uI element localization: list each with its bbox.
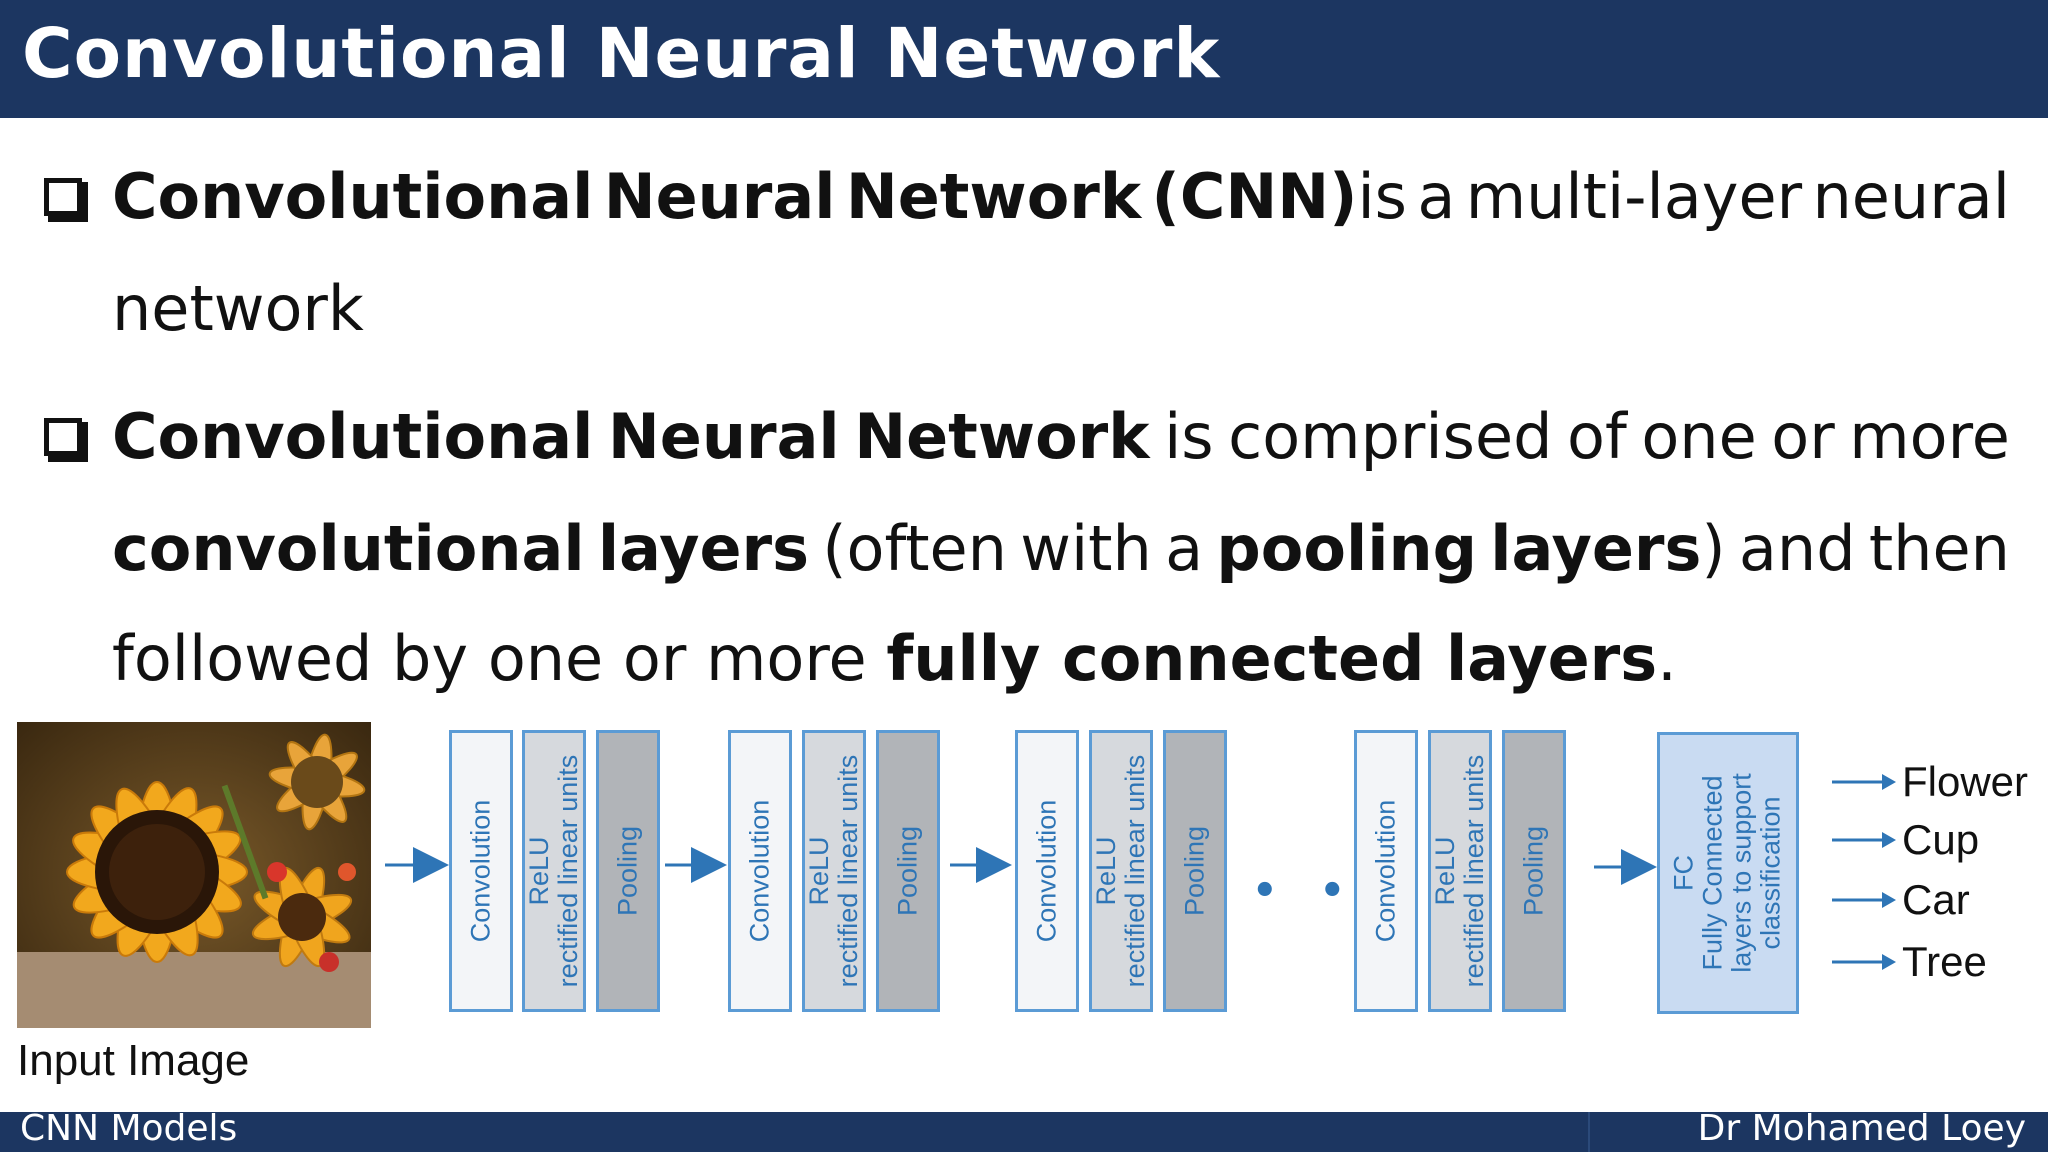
checkbox-bullet-icon [44,418,88,462]
bullet-text: Convolutional [112,400,594,473]
bullet-text: ) [1701,512,1726,585]
bullet-text: convolutional [112,512,585,585]
output-label: Flower [1902,758,2029,805]
bullet-text: layers) [1490,512,1726,585]
pooling-layer: Pooling [1502,730,1566,1012]
bullet-text: neural [1812,160,2010,233]
layer-label: Convolution [465,799,496,943]
bullet-text: Convolutional [112,160,594,233]
relu-sublabel: rectified linear units [1459,754,1489,988]
relu-sublabel: rectified linear units [1120,754,1150,988]
bullet-text: Neural [603,160,836,233]
bullet-text: is [1357,160,1407,233]
fc-label-line: Fully Connected [1697,775,1728,971]
output-class: Tree [1830,938,1987,986]
relu-sublabel: rectified linear units [553,754,583,988]
pooling-layer: Pooling [1163,730,1227,1012]
bullet-text: multi-layer [1465,160,1803,233]
convolution-layer: Convolution [1354,730,1418,1012]
bullet-text: a [1165,512,1204,585]
footer-author: Dr Mohamed Loey [1697,1108,2026,1149]
convolution-layer: Convolution [728,730,792,1012]
bullet-text: and [1738,512,1856,585]
bullet-text: Network [854,400,1150,473]
fc-label-line: FC [1668,855,1699,892]
input-image-label: Input Image [17,1036,250,1085]
layer-label: Pooling [1518,825,1549,917]
bullet-text: layers [597,512,810,585]
convolution-layer: Convolution [1015,730,1079,1012]
footer-divider [1588,1112,1590,1152]
convolution-layer: Convolution [449,730,513,1012]
output-label: Cup [1902,816,1980,863]
relu-label: ReLU [803,836,834,906]
pooling-layer: Pooling [596,730,660,1012]
arrow-icon [1832,892,1896,908]
bullet-text: a [1417,160,1456,233]
layer-label: Convolution [744,799,775,943]
layer-label: Pooling [1179,825,1210,917]
fc-label-line: layers to support [1727,773,1757,973]
pooling-layer: Pooling [876,730,940,1012]
relu-label: ReLU [1429,836,1460,906]
bullet-text: followed by one or more [112,622,887,695]
layer-label: Convolution [1031,799,1062,943]
bullet-2-line-1: Convolutional Neural Network is comprise… [112,400,2010,473]
layer-label: Pooling [612,825,643,917]
arrow-icon [1832,954,1896,970]
bullet-text: . [1657,622,1677,695]
slide-title: Convolutional Neural Network [22,14,1221,94]
arrow-icon [1832,774,1896,790]
footer-course: CNN Models [20,1108,238,1149]
bullet-text: Network [845,160,1142,233]
bullet-text: one [1641,400,1757,473]
bullet-text: (CNN) [1151,160,1358,233]
output-label: Car [1902,876,1970,923]
bullet-text: more [1849,400,2010,473]
fc-label: FC Fully Connected layers to support cla… [1668,773,1787,973]
layer-label: Convolution [1370,799,1401,943]
bullet-text: comprised [1228,400,1553,473]
output-class: Car [1830,876,1970,924]
bullet-text: is [1164,400,1214,473]
relu-label: ReLU [1090,836,1121,906]
checkbox-bullet-icon [44,178,88,222]
output-label: Tree [1902,938,1987,985]
relu-label: ReLU [523,836,554,906]
input-image [17,722,371,1028]
arrow-icon [1832,832,1896,848]
output-class: Flower [1830,758,2028,806]
bullet-text: (often [822,512,1007,585]
relu-sublabel: rectified linear units [833,754,863,988]
layer-label: Pooling [892,825,923,917]
output-class: Cup [1830,816,1979,864]
footer-bar [0,1112,2048,1152]
fully-connected-layer: FC Fully Connected layers to support cla… [1657,732,1799,1014]
bullet-text: pooling [1216,512,1477,585]
bullet-text: with [1020,512,1152,585]
bullet-text: or [1771,400,1835,473]
bullet-1-line-1: Convolutional Neural Network (CNN)is a m… [112,160,2010,233]
bullet-text: then [1868,512,2010,585]
title-bar [0,0,2048,118]
bullet-text: fully connected layers [886,622,1658,695]
bullet-text: Neural [607,400,840,473]
bullet-2-line-3: followed by one or more fully connected … [112,622,2010,695]
bullet-text: of [1567,400,1627,473]
bullet-2-line-2: convolutional layers (often with a pooli… [112,512,2010,585]
fc-label-line: classification [1756,796,1787,950]
bullet-1-line-2: network [112,272,364,345]
